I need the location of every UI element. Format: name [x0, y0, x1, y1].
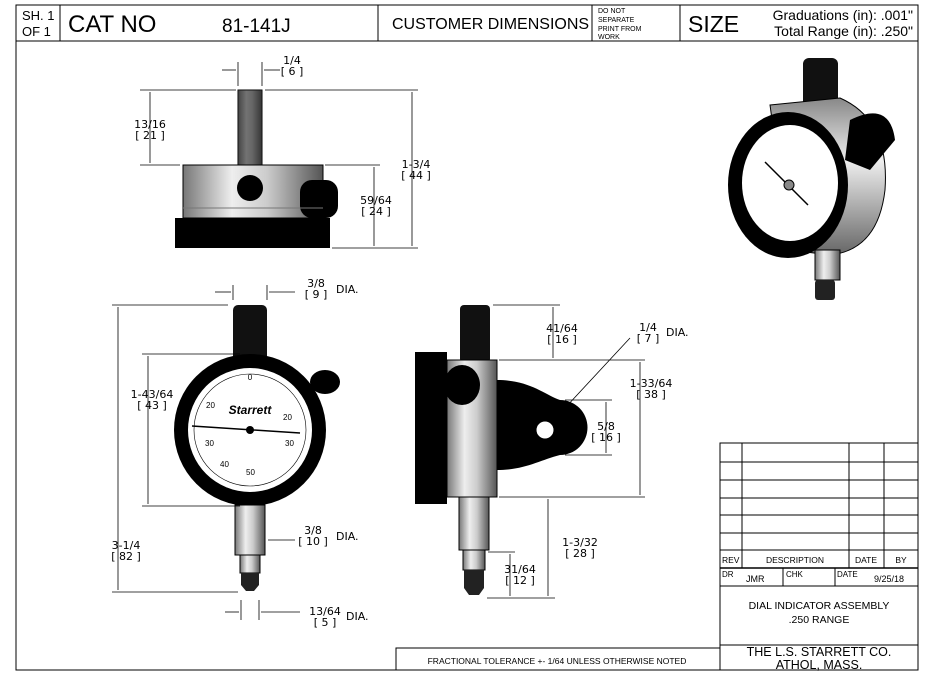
- dim-stem-height-mm: [ 21 ]: [135, 129, 165, 142]
- company-name: THE L.S. STARRETT CO.: [747, 645, 892, 659]
- dim-bottom-stem-dia-suffix: DIA.: [336, 530, 359, 543]
- total-range: Total Range (in): .250": [774, 23, 913, 39]
- dim-overall-depth-mm: [ 44 ]: [401, 169, 431, 182]
- side-view: [415, 305, 588, 595]
- company-location: ATHOL, MASS.: [776, 658, 863, 672]
- cat-no-label: CAT NO: [68, 11, 156, 38]
- title-line-2: .250 RANGE: [789, 614, 850, 626]
- dim-body-depth-mm: [ 24 ]: [361, 205, 391, 218]
- dial-number: 0: [248, 373, 253, 382]
- dim-lug-offset-mm: [ 16 ]: [591, 431, 621, 444]
- header: SH. 1 OF 1 CAT NO 81-141J CUSTOMER DIMEN…: [15, 4, 919, 671]
- top-view: [175, 89, 338, 248]
- chk-label: CHK: [786, 570, 804, 579]
- dim-top-stem-dia-suffix: DIA.: [336, 283, 359, 296]
- dim-body-height-mm: [ 38 ]: [636, 388, 666, 401]
- graduations: Graduations (in): .001": [773, 7, 913, 23]
- dim-tip-len-mm: [ 12 ]: [505, 574, 535, 587]
- dim-lug-hole-mm: [ 7 ]: [637, 332, 660, 345]
- notice-line: PRINT FROM: [598, 26, 642, 33]
- cat-no: 81-141J: [222, 16, 291, 37]
- dim-top-stem-dia-mm: [ 9 ]: [305, 288, 328, 301]
- dial-number: 50: [246, 468, 255, 477]
- dim-dial-dia-mm: [ 43 ]: [137, 399, 167, 412]
- notice-line: SEPARATE: [598, 17, 635, 24]
- dim-tip-dia-suffix: DIA.: [346, 610, 369, 623]
- dim-lug-hole-in: 1/4: [639, 321, 657, 334]
- dim-body-depth-in: 59/64: [360, 194, 392, 207]
- tolerance-note: FRACTIONAL TOLERANCE +- 1/64 UNLESS OTHE…: [395, 647, 721, 671]
- dim-bottom-stem-len-in: 1-3/32: [562, 536, 598, 549]
- notice-line: WORK: [598, 34, 620, 41]
- tolerance-text: FRACTIONAL TOLERANCE +- 1/64 UNLESS OTHE…: [428, 656, 687, 666]
- dim-body-height-in: 1-33/64: [630, 377, 673, 390]
- date-header: DATE: [855, 555, 877, 565]
- dim-bottom-stem-len-mm: [ 28 ]: [565, 547, 595, 560]
- dim-top-stem-len-in: 41/64: [546, 322, 578, 335]
- by-header: BY: [895, 555, 907, 565]
- dim-lug-hole-suffix: DIA.: [666, 326, 689, 339]
- dial-number: 40: [220, 460, 229, 469]
- size-label: SIZE: [688, 11, 739, 37]
- dim-top-stem-len-mm: [ 16 ]: [547, 333, 577, 346]
- doc-type: CUSTOMER DIMENSIONS: [392, 16, 589, 33]
- dim-stem-height-in: 13/16: [134, 118, 166, 131]
- dim-bottom-stem-dia-in: 3/8: [304, 524, 322, 537]
- sheet-total: OF 1: [22, 24, 51, 39]
- dim-tip-dia-mm: [ 5 ]: [314, 616, 337, 629]
- notice-line: DO NOT: [598, 8, 626, 15]
- dim-overall-height-in: 3-1/4: [112, 539, 141, 552]
- dim-lug-offset-in: 5/8: [597, 420, 615, 433]
- dim-tip-dia-in: 13/64: [309, 605, 341, 618]
- front-view: Starrett 0 20 20 30 30 40 50: [174, 305, 340, 591]
- dimension-labels: 1/4 [ 6 ] 13/16 [ 21 ] 1-3/4 [ 44 ] 59/6…: [111, 54, 688, 629]
- dim-dial-dia-in: 1-43/64: [131, 388, 174, 401]
- date-value: 9/25/18: [874, 574, 904, 584]
- dial-number: 20: [206, 401, 215, 410]
- dr-label: DR: [722, 570, 734, 579]
- dial-number: 20: [283, 413, 292, 422]
- iso-view: [728, 58, 895, 300]
- date-label: DATE: [837, 570, 858, 579]
- dim-tip-len-in: 31/64: [504, 563, 536, 576]
- sheet-number: SH. 1: [22, 8, 55, 23]
- dim-bottom-stem-dia-mm: [ 10 ]: [298, 535, 328, 548]
- dial-brand: Starrett: [229, 403, 273, 417]
- dim-top-stem-dia-in: 3/8: [307, 277, 325, 290]
- dim-stem-width-mm: [ 6 ]: [281, 65, 304, 78]
- rev-header: REV: [722, 555, 740, 565]
- dial-number: 30: [205, 439, 214, 448]
- dial-number: 30: [285, 439, 294, 448]
- title-block: REV DESCRIPTION DATE BY DR JMR CHK DATE …: [719, 442, 919, 672]
- drawn-by: JMR: [746, 574, 765, 584]
- dimension-lines: [112, 62, 645, 620]
- dim-overall-depth-in: 1-3/4: [402, 158, 431, 171]
- title-line-1: DIAL INDICATOR ASSEMBLY: [749, 600, 890, 612]
- dim-overall-height-mm: [ 82 ]: [111, 550, 141, 563]
- dim-stem-width-in: 1/4: [283, 54, 301, 67]
- description-header: DESCRIPTION: [766, 555, 824, 565]
